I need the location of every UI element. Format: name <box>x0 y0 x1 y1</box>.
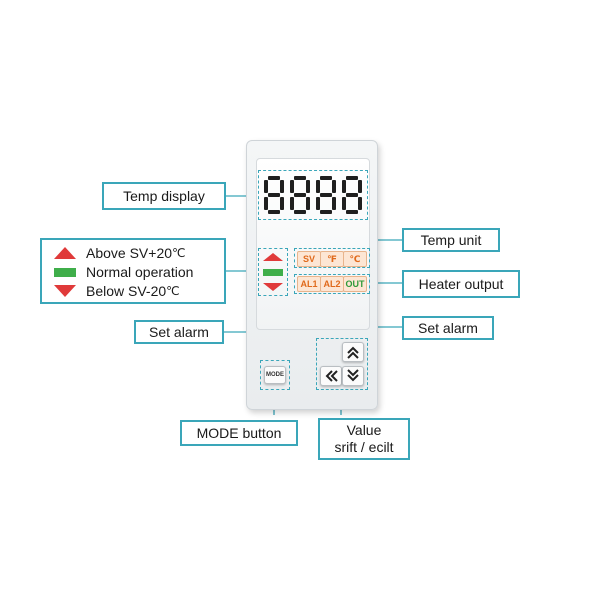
chevron-double-left-icon <box>325 370 338 382</box>
digit-1-segment-c <box>306 197 310 210</box>
green-bar-icon <box>54 267 76 277</box>
celsius-indicator-label: ℃ <box>349 253 361 264</box>
digit-2-segment-a <box>320 176 332 180</box>
digit-2-segment-b <box>332 180 336 193</box>
celsius-indicator: ℃ <box>343 251 367 267</box>
chevron-double-down-icon <box>347 369 359 382</box>
legend-normal-text: Normal operation <box>86 264 194 280</box>
digit-0-segment-c <box>280 197 284 210</box>
label-set-alarm-left-text: Set alarm <box>149 323 209 340</box>
chevron-double-up-icon <box>347 346 359 359</box>
up-button[interactable] <box>342 342 364 362</box>
mode-highlight <box>260 360 290 390</box>
digit-0-segment-f <box>264 180 268 193</box>
legend-row-above: Above SV+20℃ <box>54 243 186 263</box>
status-normal-icon <box>263 269 283 276</box>
digit-3-segment-d <box>346 210 358 214</box>
label-mode-button: MODE button <box>180 420 298 446</box>
down-button[interactable] <box>342 366 364 386</box>
digit-2-segment-f <box>316 180 320 193</box>
legend-above-text: Above SV+20 <box>86 245 173 261</box>
digit-2-segment-c <box>332 197 336 210</box>
fahrenheit-indicator-label: ℉ <box>327 253 337 264</box>
sv-indicator: SV <box>297 251 321 267</box>
mode-button[interactable]: MODE <box>264 366 286 384</box>
al1-indicator-label: AL1 <box>300 279 318 289</box>
legend-above-unit: ℃ <box>172 246 186 260</box>
digit-1-segment-d <box>294 210 306 214</box>
digit-3-segment-a <box>346 176 358 180</box>
al1-indicator: AL1 <box>297 276 321 292</box>
digit-0-segment-a <box>268 176 280 180</box>
status-highlight <box>258 248 288 296</box>
legend-below-unit: ℃ <box>166 284 180 298</box>
mode-button-label: MODE <box>266 372 284 378</box>
label-value: Value srift / ecilt <box>318 418 410 460</box>
digit-2-segment-e <box>316 197 320 210</box>
red-up-triangle-icon <box>54 247 76 259</box>
status-down-icon <box>263 283 283 291</box>
label-temp-display: Temp display <box>102 182 226 210</box>
digit-0-segment-e <box>264 197 268 210</box>
display-highlight <box>258 170 368 220</box>
red-down-triangle-icon <box>54 285 76 297</box>
label-set-alarm-left: Set alarm <box>134 320 224 344</box>
label-temp-unit: Temp unit <box>402 228 500 252</box>
digit-1-segment-f <box>290 180 294 193</box>
legend-row-normal: Normal operation <box>54 262 193 282</box>
label-set-alarm-right-text: Set alarm <box>418 319 478 336</box>
arrow-keys-highlight <box>316 338 368 390</box>
digit-1-segment-g <box>294 193 306 197</box>
status-legend: Above SV+20℃ Normal operation Below SV-2… <box>40 238 226 304</box>
digit-2-segment-g <box>320 193 332 197</box>
status-up-icon <box>263 253 283 261</box>
out-indicator-label: OUT <box>345 279 365 289</box>
label-value-line1: Value <box>346 422 382 439</box>
digit-3-segment-f <box>342 180 346 193</box>
left-button[interactable] <box>320 366 342 386</box>
controller-screen <box>256 158 370 330</box>
digit-1-segment-a <box>294 176 306 180</box>
digit-1-segment-b <box>306 180 310 193</box>
label-temp-unit-text: Temp unit <box>420 231 482 248</box>
digit-0-segment-b <box>280 180 284 193</box>
digit-3-segment-b <box>358 180 362 193</box>
digit-3-segment-c <box>358 197 362 210</box>
digit-3-segment-g <box>346 193 358 197</box>
al2-indicator-label: AL2 <box>323 279 341 289</box>
label-temp-display-text: Temp display <box>123 187 205 204</box>
al2-indicator: AL2 <box>320 276 344 292</box>
label-heater-output: Heater output <box>402 270 520 298</box>
out-indicator: OUT <box>343 276 367 292</box>
legend-row-below: Below SV-20℃ <box>54 281 180 301</box>
label-value-line2: srift / ecilt <box>334 439 394 455</box>
alarm-badges-highlight <box>294 274 370 294</box>
digit-2-segment-d <box>320 210 332 214</box>
seven-segment-display <box>264 176 362 214</box>
digit-1-segment-e <box>290 197 294 210</box>
label-set-alarm-right: Set alarm <box>402 316 494 340</box>
digit-3-segment-e <box>342 197 346 210</box>
label-heater-output-text: Heater output <box>418 275 504 292</box>
sv-indicator-label: SV <box>302 254 315 264</box>
status-column <box>263 253 283 291</box>
label-mode-button-text: MODE button <box>196 424 282 441</box>
digit-0-segment-g <box>268 193 280 197</box>
fahrenheit-indicator: ℉ <box>320 251 344 267</box>
digit-0-segment-d <box>268 210 280 214</box>
legend-below-text: Below SV-20 <box>86 283 167 299</box>
unit-badges-highlight <box>294 248 370 268</box>
